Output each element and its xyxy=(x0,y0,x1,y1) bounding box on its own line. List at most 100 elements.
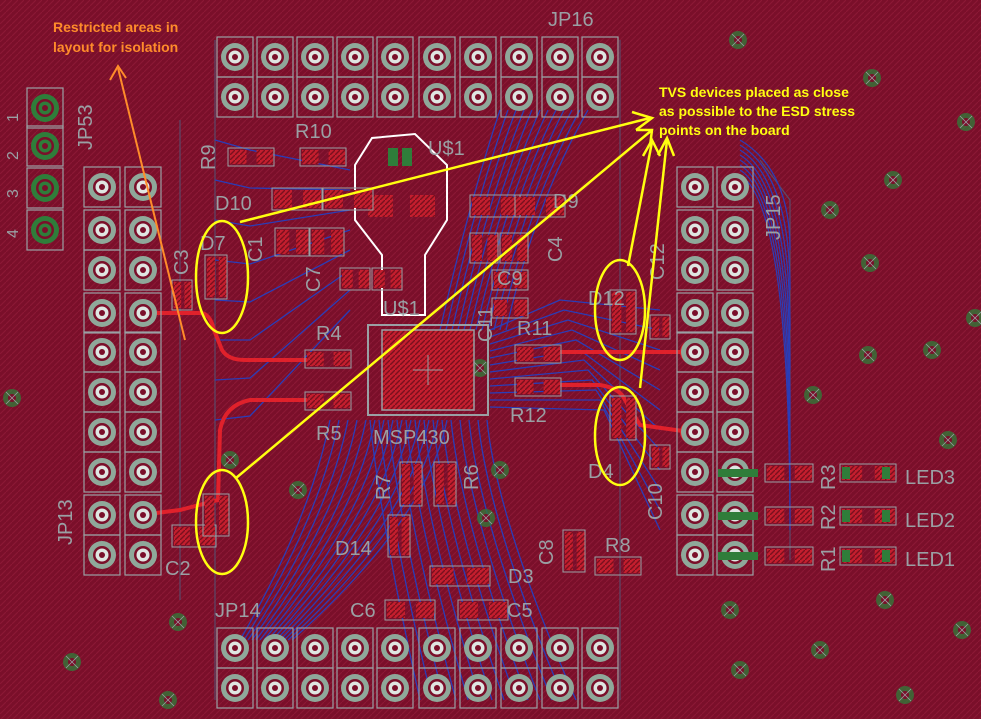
header-pin xyxy=(124,451,162,493)
smd-part[interactable] xyxy=(491,297,529,319)
header-jp14[interactable] xyxy=(216,627,619,709)
header-jp13[interactable] xyxy=(83,166,162,576)
smd-part[interactable] xyxy=(322,187,374,211)
header-pin xyxy=(541,627,579,669)
header-pin xyxy=(83,371,121,413)
smd-part[interactable] xyxy=(514,194,566,218)
smd-part[interactable] xyxy=(562,529,586,573)
header-pin xyxy=(716,292,754,334)
smd-part[interactable] xyxy=(304,349,352,369)
smd-part[interactable] xyxy=(499,232,529,264)
label-c12: C12 xyxy=(647,243,669,280)
smd-part[interactable] xyxy=(202,493,230,537)
header-pin xyxy=(296,667,334,709)
label-jp14: JP14 xyxy=(215,600,261,622)
smd-components[interactable] xyxy=(171,147,897,621)
header-pin xyxy=(376,36,414,78)
header-pin xyxy=(256,36,294,78)
header-pin xyxy=(83,249,121,291)
isolation-annotation-arrow xyxy=(109,64,186,341)
label-c1: C1 xyxy=(245,236,267,262)
jp53-pin-4: 4 xyxy=(5,229,22,238)
header-pin xyxy=(716,166,754,208)
smd-part[interactable] xyxy=(469,232,499,264)
header-pin xyxy=(336,76,374,118)
header-pin xyxy=(124,534,162,576)
label-c2: C2 xyxy=(165,558,191,580)
label-c4: C4 xyxy=(545,236,567,262)
smd-part[interactable] xyxy=(171,279,193,311)
smd-part[interactable] xyxy=(299,147,347,167)
header-pin xyxy=(256,76,294,118)
header-pin xyxy=(676,209,714,251)
header-pin xyxy=(26,167,64,209)
tvs-note-line1: TVS devices placed as close xyxy=(659,84,849,100)
smd-part[interactable] xyxy=(457,599,509,621)
header-pin xyxy=(500,76,538,118)
header-pin xyxy=(581,667,619,709)
smd-part[interactable] xyxy=(433,461,457,507)
smd-part[interactable] xyxy=(764,506,814,526)
tvs-note-line3: points on the board xyxy=(659,122,790,138)
smd-part[interactable] xyxy=(514,344,562,364)
smd-part[interactable] xyxy=(387,514,411,558)
smd-part[interactable] xyxy=(609,289,637,335)
label-jp16: JP16 xyxy=(548,9,594,31)
smd-part[interactable] xyxy=(514,377,562,397)
smd-part[interactable] xyxy=(304,391,352,411)
u1-crystal-outline[interactable] xyxy=(354,132,448,316)
header-pin xyxy=(500,36,538,78)
smd-part[interactable] xyxy=(274,227,310,257)
smd-part[interactable] xyxy=(384,599,436,621)
msp430-chip[interactable] xyxy=(367,324,489,416)
smd-part[interactable] xyxy=(609,395,637,441)
label-r12: R12 xyxy=(510,405,547,427)
header-pin xyxy=(376,627,414,669)
annotations: Restricted areas in layout for isolation… xyxy=(53,19,855,138)
label-c6: C6 xyxy=(350,600,376,622)
jp53-pin-3: 3 xyxy=(5,189,22,198)
smd-part[interactable] xyxy=(204,254,228,300)
smd-part[interactable] xyxy=(594,556,642,576)
header-jp15[interactable] xyxy=(676,166,754,576)
header-pin xyxy=(418,667,456,709)
led-footprints[interactable] xyxy=(718,467,890,562)
label-d14: D14 xyxy=(335,538,372,560)
header-pin xyxy=(83,451,121,493)
smd-part[interactable] xyxy=(491,269,529,291)
header-pin xyxy=(676,534,714,576)
smd-part[interactable] xyxy=(399,461,423,507)
header-pin xyxy=(676,494,714,536)
header-jp16[interactable] xyxy=(216,36,619,118)
smd-part[interactable] xyxy=(429,565,491,587)
header-pin xyxy=(336,36,374,78)
label-r4: R4 xyxy=(316,323,342,345)
header-pin xyxy=(676,371,714,413)
label-c5: C5 xyxy=(507,600,533,622)
header-pin xyxy=(124,249,162,291)
header-pin xyxy=(26,125,64,167)
smd-part[interactable] xyxy=(309,227,345,257)
label-r8: R8 xyxy=(605,535,631,557)
header-pin xyxy=(216,36,254,78)
smd-part[interactable] xyxy=(649,444,671,470)
silkscreen-labels: JP16 JP53 JP15 JP13 JP14 R10 R9 D10 D7 C… xyxy=(5,9,955,622)
smd-part[interactable] xyxy=(227,147,275,167)
header-pin xyxy=(83,292,121,334)
header-pin xyxy=(418,36,456,78)
smd-part[interactable] xyxy=(764,463,814,483)
smd-part[interactable] xyxy=(649,314,671,340)
smd-part[interactable] xyxy=(764,546,814,566)
tvs-highlight-ellipses xyxy=(194,219,647,576)
header-pin xyxy=(124,331,162,373)
smd-part[interactable] xyxy=(371,267,403,291)
header-jp53[interactable] xyxy=(26,87,64,251)
header-pin xyxy=(376,76,414,118)
top-layer-traces xyxy=(138,311,692,517)
header-pin xyxy=(296,36,334,78)
label-c11: C11 xyxy=(475,307,497,342)
smd-part[interactable] xyxy=(339,267,371,291)
header-pin xyxy=(418,627,456,669)
label-r11: R11 xyxy=(517,318,552,340)
